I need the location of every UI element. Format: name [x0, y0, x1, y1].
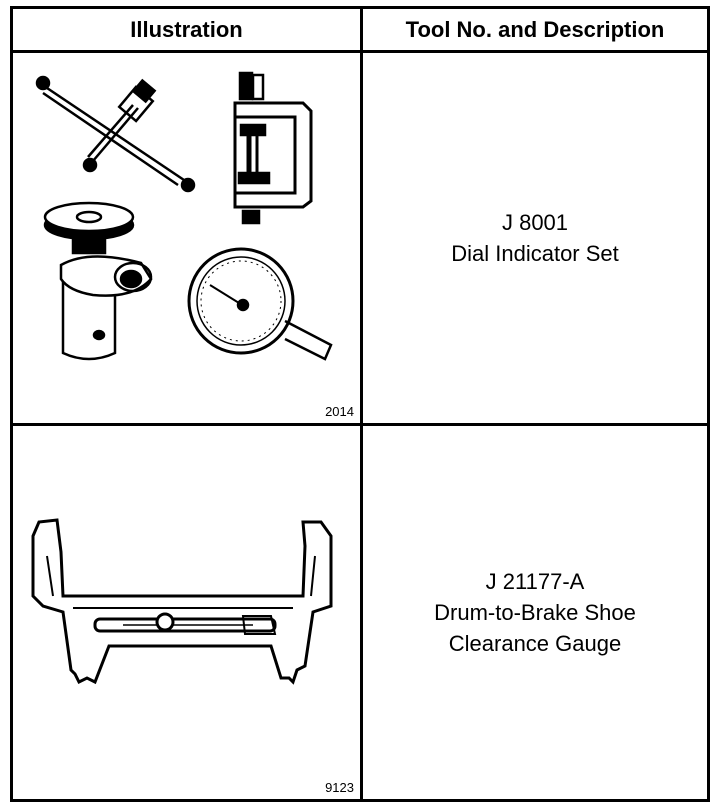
tool-number: J 21177-A: [485, 569, 585, 594]
tool-number: J 8001: [501, 210, 569, 235]
column-divider: [360, 9, 363, 799]
knurled-knob-clamp-drawing: [43, 201, 153, 361]
description-cell-2: J 21177-A Drum-to-Brake Shoe Clearance G…: [363, 426, 707, 799]
cross-wrench-drawing: [35, 75, 196, 193]
dial-gauge-drawing: [187, 247, 333, 361]
header-tool-description: Tool No. and Description: [405, 16, 665, 42]
clearance-gauge-drawing: [31, 518, 333, 685]
tool-description-line-2: Clearance Gauge: [448, 631, 622, 656]
figure-number: 2014: [325, 404, 354, 419]
illustration-cell-1: 2014: [13, 53, 360, 423]
header-illustration: Illustration: [130, 16, 243, 42]
tool-description: Dial Indicator Set: [451, 241, 619, 266]
illustration-cell-2: 9123: [13, 426, 360, 799]
figure-number: 9123: [325, 780, 354, 795]
clearance-gauge-icon: [31, 518, 333, 685]
tool-description-line-1: Drum-to-Brake Shoe: [434, 600, 636, 625]
dial-indicator-set-icon: [35, 71, 333, 361]
tool-table: Illustration Tool No. and Description: [10, 6, 710, 802]
c-clamp-drawing: [233, 71, 313, 225]
description-cell-1: J 8001 Dial Indicator Set: [363, 53, 707, 423]
